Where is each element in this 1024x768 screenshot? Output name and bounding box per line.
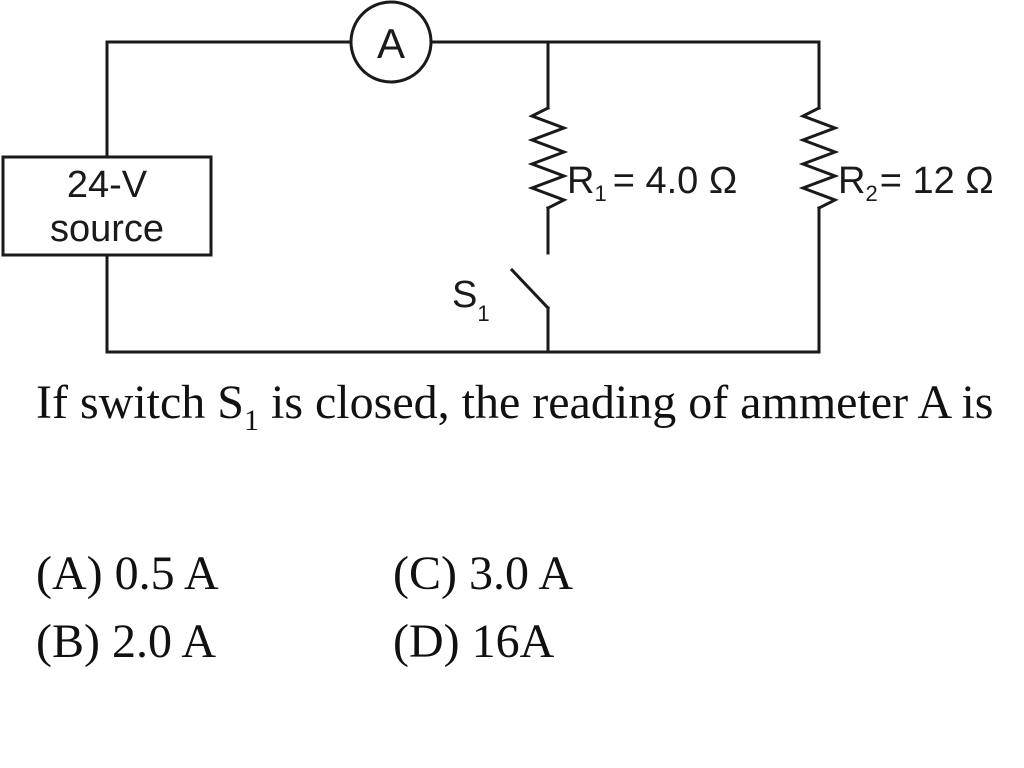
choice-d[interactable]: (D) 16A [393,615,555,668]
ammeter: A [349,0,433,84]
choice-b[interactable]: (B) 2.0 A [36,615,216,668]
circuit-diagram: A 24-V source R1= 4.0 Ω S1 R2= 12 Ω [1,0,994,354]
resistor-r1 [527,105,569,211]
source-label-line2: source [50,208,164,250]
question-text: If switch S1 is closed, the reading of a… [36,376,994,437]
r2-label: R2= 12 Ω [838,160,994,206]
source-label-line1: 24-V [67,164,148,206]
question-subscript: 1 [243,404,259,437]
r1-label: R1= 4.0 Ω [567,160,737,206]
choice-a[interactable]: (A) 0.5 A [36,547,219,600]
ammeter-label: A [377,20,405,67]
resistor-r2 [798,105,840,211]
switch-s1-blade [509,267,551,311]
voltage-source: 24-V source [1,155,213,257]
switch-s1-label: S1 [452,274,490,326]
choice-c[interactable]: (C) 3.0 A [393,547,573,600]
